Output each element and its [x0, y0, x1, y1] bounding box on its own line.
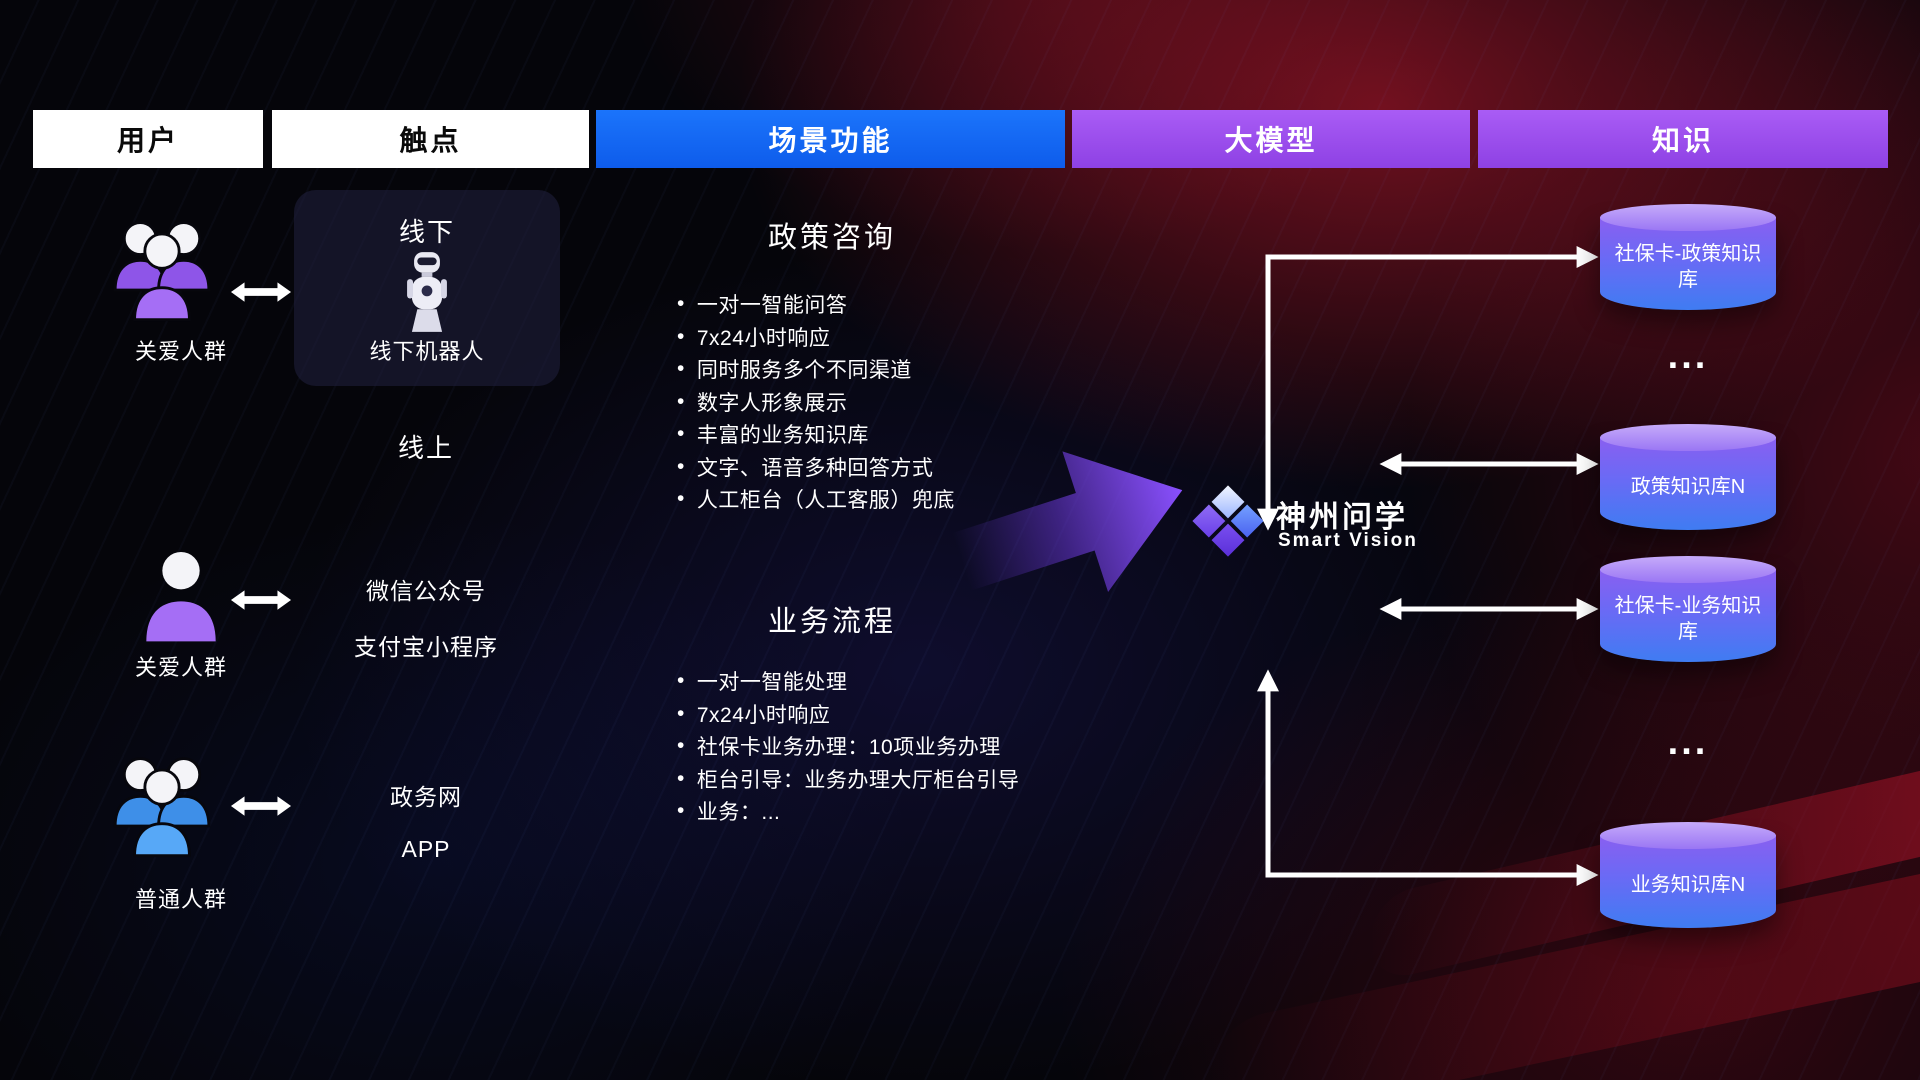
users-group-icon	[104, 746, 220, 858]
feature-item: 同时服务多个不同渠道	[677, 353, 955, 386]
users-group-icon	[104, 210, 220, 322]
cylinder-body	[1600, 835, 1776, 928]
channel-label-wechat: 微信公众号	[366, 578, 486, 604]
feature-item: 数字人形象展示	[677, 386, 955, 419]
channel-label-alipay: 支付宝小程序	[354, 634, 498, 660]
user-group-label: 关爱人群	[134, 339, 227, 364]
feature-item: 人工柜台（人工客服）兜底	[677, 483, 955, 516]
feature-item: 社保卡业务办理：10项业务办理	[677, 730, 1019, 763]
knowledge-base-cylinder: 业务知识库N	[1600, 822, 1776, 928]
brand-logo-icon	[1190, 483, 1266, 559]
column-header-scenarios: 场景功能	[596, 110, 1065, 168]
column-header-knowledge: 知识	[1478, 110, 1888, 168]
feature-item: 一对一智能问答	[677, 288, 955, 321]
bidirectional-arrow-icon	[230, 792, 292, 820]
cylinder-top	[1600, 204, 1776, 231]
knowledge-base-label: 政策知识库N	[1630, 476, 1746, 498]
knowledge-base-cylinder: 社保卡-业务知识库	[1600, 556, 1776, 662]
feature-item: 7x24小时响应	[677, 321, 955, 354]
cylinder-top	[1600, 556, 1776, 583]
ellipsis: ...	[1667, 335, 1709, 377]
column-header-touchpoints: 触点	[272, 110, 589, 168]
feature-item: 丰富的业务知识库	[677, 418, 955, 451]
bidirectional-arrow-icon	[230, 278, 292, 306]
feature-item: 业务：...	[677, 795, 1019, 828]
robot-image	[404, 250, 450, 334]
user-group-label: 普通人群	[134, 887, 227, 912]
offline-title: 线下	[398, 217, 455, 247]
policy-feature-list: 一对一智能问答 7x24小时响应 同时服务多个不同渠道 数字人形象展示 丰富的业…	[677, 288, 955, 516]
scenario-title-policy: 政策咨询	[767, 222, 896, 254]
online-title: 线上	[397, 433, 454, 463]
offline-robot-caption: 线下机器人	[369, 339, 485, 364]
knowledge-base-cylinder: 政策知识库N	[1600, 424, 1776, 530]
cylinder-top	[1600, 424, 1776, 451]
cylinder-body	[1600, 569, 1776, 662]
column-header-users: 用户	[33, 110, 263, 168]
knowledge-base-label: 业务知识库N	[1630, 874, 1746, 896]
feature-item: 文字、语音多种回答方式	[677, 451, 955, 484]
channel-label-app: APP	[401, 836, 451, 862]
channel-label-govweb: 政务网	[390, 784, 462, 810]
cylinder-body	[1600, 217, 1776, 310]
user-icon	[140, 548, 222, 644]
user-group-label: 关爱人群	[134, 655, 227, 680]
offline-touchpoint-card: 线下 线下机器人	[294, 190, 560, 386]
cylinder-top	[1600, 822, 1776, 849]
ellipsis: ...	[1667, 721, 1709, 763]
feature-item: 一对一智能处理	[677, 665, 1019, 698]
column-header-llm: 大模型	[1072, 110, 1470, 168]
feature-item: 柜台引导：业务办理大厅柜台引导	[677, 763, 1019, 796]
bidirectional-arrow-icon	[230, 586, 292, 614]
scenario-title-business: 业务流程	[767, 606, 896, 638]
feature-item: 7x24小时响应	[677, 698, 1019, 731]
business-feature-list: 一对一智能处理 7x24小时响应 社保卡业务办理：10项业务办理 柜台引导：业务…	[677, 665, 1019, 828]
brand-subtitle: Smart Vision	[1278, 530, 1418, 551]
cylinder-body	[1600, 437, 1776, 530]
knowledge-base-cylinder: 社保卡-政策知识库	[1600, 204, 1776, 310]
knowledge-base-label: 社保卡-业务知识库	[1614, 595, 1762, 643]
knowledge-base-label: 社保卡-政策知识库	[1614, 243, 1762, 291]
